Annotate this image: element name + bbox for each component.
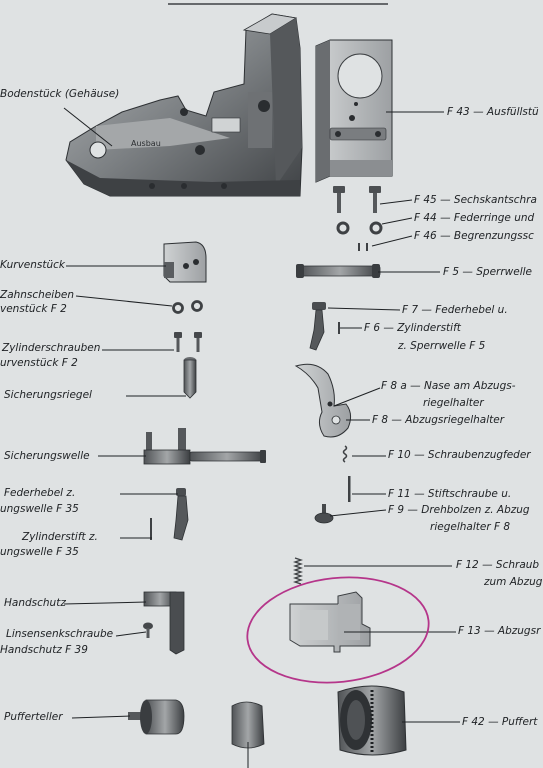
label-handschutz: Handschutz: [4, 597, 66, 609]
f45-screws: [333, 186, 381, 213]
zylinderstift-part: [150, 518, 152, 540]
label-zylinderschrauben-1: Zylinderschrauben: [2, 342, 101, 354]
label-f42: F 42 — Puffert: [462, 716, 538, 728]
label-pufferteller: Pufferteller: [4, 711, 63, 723]
label-kurvenstueck: Kurvenstück: [0, 259, 65, 271]
label-f8: F 8 — Abzugsriegelhalter: [372, 414, 505, 426]
f44-leader: [381, 217, 413, 225]
f12-spring: [292, 557, 304, 585]
label-zahnscheiben-2: venstück F 2: [0, 303, 67, 315]
pufferteller-part: [128, 699, 185, 735]
label-f7: F 7 — Federhebel u.: [402, 304, 508, 316]
federhebel-part: [173, 488, 189, 541]
zahnscheiben-part: [172, 300, 203, 314]
f7-part: [309, 302, 326, 351]
label-f45: F 45 — Sechskantschra: [414, 194, 537, 206]
f46-pins: [358, 243, 368, 251]
label-f6: F 6 — Zylinderstift: [364, 322, 461, 334]
label-f12-2: zum Abzug: [484, 576, 543, 588]
f11-part: [348, 476, 351, 502]
kurvenstueck-part: [163, 241, 207, 283]
f42-part: [337, 685, 407, 756]
label-f13: F 13 — Abzugsr: [458, 625, 541, 637]
label-f44: F 44 — Federringe und: [414, 212, 535, 224]
label-zylinderschrauben-2: urvenstück F 2: [0, 357, 78, 369]
puffer-cylinder-part: [231, 701, 265, 749]
label-f6-2: z. Sperrwelle F 5: [398, 340, 486, 352]
label-f10: F 10 — Schraubenzugfeder: [388, 449, 531, 461]
f8a-leader: [333, 387, 381, 407]
bodenstueck-leader: [63, 107, 113, 147]
label-f9-1: F 9 — Drehbolzen z. Abzug: [388, 504, 530, 516]
label-f5: F 5 — Sperrwelle: [443, 266, 532, 278]
label-federhebel-2: ungswelle F 35: [0, 503, 79, 515]
label-f8a-1: F 8 a — Nase am Abzugs-: [381, 380, 516, 392]
label-f11: F 11 — Stiftschraube u.: [388, 488, 512, 500]
f8-part: [294, 363, 352, 438]
label-zylinderstift-1: Zylinderstift z.: [22, 531, 98, 543]
label-sicherungsriegel: Sicherungsriegel: [4, 389, 92, 401]
label-zahnscheiben-1: Zahnscheiben: [0, 289, 74, 301]
bodenstueck-part: [65, 13, 303, 197]
highlight-circle: [246, 576, 430, 684]
label-f43: F 43 — Ausfüllstü: [447, 106, 539, 118]
f46-leader: [371, 235, 413, 247]
f7-leader: [327, 307, 401, 311]
label-f46: F 46 — Begrenzungssc: [414, 230, 534, 242]
handschutz-part: [143, 591, 185, 655]
label-federhebel-1: Federhebel z.: [4, 487, 76, 499]
f10-spring: [342, 445, 348, 463]
f45-leader: [379, 199, 413, 205]
handschutz-leader: [63, 601, 147, 605]
label-ausbau: Ausbau: [131, 139, 161, 148]
label-f12-1: F 12 — Schraub: [456, 559, 540, 571]
linsensenkschraube-part: [143, 622, 153, 638]
f6-part: [338, 322, 340, 334]
label-sicherungswelle: Sicherungswelle: [4, 450, 90, 462]
label-f8a-2: riegelhalter: [423, 397, 484, 409]
f13-part: [289, 591, 371, 653]
label-f9-2: riegelhalter F 8: [430, 521, 511, 533]
label-linsensenk-2: Handschutz F 39: [0, 644, 88, 656]
label-linsensenk-1: Linsensenkschraube: [6, 628, 114, 640]
sicherungsriegel-part: [183, 357, 197, 399]
zahnscheiben-leader: [75, 295, 173, 307]
label-zylinderstift-2: ungswelle F 35: [0, 546, 79, 558]
f9-part: [314, 504, 334, 524]
zylinderschrauben-part: [174, 332, 202, 352]
label-bodenstueck: Bodenstück (Gehäuse): [0, 88, 120, 100]
f9-leader: [329, 509, 387, 517]
pufferteller-leader: [71, 715, 131, 719]
linsensenkschraube-leader: [115, 631, 147, 637]
f43-part: [315, 39, 393, 183]
sicherungswelle-part: [143, 428, 266, 465]
f44-washers: [336, 221, 383, 235]
f5-part: [296, 264, 381, 278]
